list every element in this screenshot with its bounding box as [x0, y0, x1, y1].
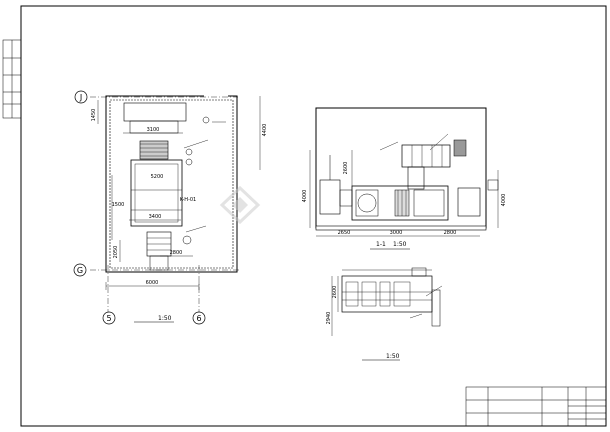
- section-ceiling-duct: [401, 144, 451, 168]
- watermark-logo: [219, 185, 261, 225]
- detail-dim-v2: 2600: [332, 286, 338, 299]
- plan-room-inner: [109, 99, 234, 269]
- axis-5-bubble: [102, 311, 116, 325]
- plan-dim-mid: 5200: [151, 174, 164, 180]
- section-left-duct: [319, 179, 341, 215]
- section-caption: 1-1: [376, 241, 386, 248]
- section-dim-right-v: 4000: [501, 194, 507, 207]
- plan-dim-top-inner: 3100: [147, 127, 160, 133]
- section-dim-left-v: 4000: [302, 190, 308, 203]
- section-dim-a: 2650: [338, 230, 351, 236]
- plan-filter-box: [139, 140, 169, 160]
- axis-5-label: 5: [106, 314, 111, 323]
- plan-dim-lower-inner: 2800: [170, 250, 183, 256]
- plan-ahu: [130, 159, 183, 227]
- title-block: [465, 386, 607, 427]
- plan-scale-caption: 1:50: [158, 315, 172, 322]
- plan-top-duct: [123, 102, 187, 122]
- plan-dim-bottom: 6000: [146, 280, 159, 286]
- section-floor: [315, 225, 487, 231]
- revision-table: [2, 39, 22, 119]
- section-dim-top-v: 2600: [343, 162, 349, 175]
- axis-j-label: J: [79, 93, 82, 102]
- section-view: 2650 3000 2800 4000 4000 2600 1-1 1:50: [302, 107, 507, 250]
- detail-view: 2940 2600 1:50: [326, 267, 443, 361]
- plan-dim-lower-left: 2050: [113, 246, 119, 259]
- detail-scale-caption: 1:50: [386, 353, 400, 360]
- detail-dim-v1: 2940: [326, 312, 332, 325]
- axis-6-label: 6: [196, 314, 201, 323]
- plan-view: J G 5 6: [73, 90, 268, 325]
- section-dim-b: 3000: [390, 230, 403, 236]
- axis-g-label: G: [77, 266, 83, 275]
- fan-icon: [357, 193, 377, 213]
- section-right-outlet: [457, 187, 481, 217]
- plan-dim-unit-width: 3400: [149, 214, 162, 220]
- section-drop-duct: [407, 166, 425, 190]
- section-scale-caption: 1:50: [393, 241, 407, 248]
- sheet-border: [20, 5, 607, 427]
- plan-unit-tag: K-H-01: [180, 197, 196, 203]
- axis-j-bubble: [74, 90, 88, 104]
- plan-room-outer: [105, 95, 238, 273]
- section-dim-c: 2800: [444, 230, 457, 236]
- detail-equipment: [341, 275, 433, 313]
- plan-dim-top-left: 1450: [91, 109, 97, 122]
- axis-g-bubble: [73, 263, 87, 277]
- axis-6-bubble: [192, 311, 206, 325]
- plan-dim-left: 1500: [112, 202, 125, 208]
- plan-dim-right: 4400: [262, 124, 268, 137]
